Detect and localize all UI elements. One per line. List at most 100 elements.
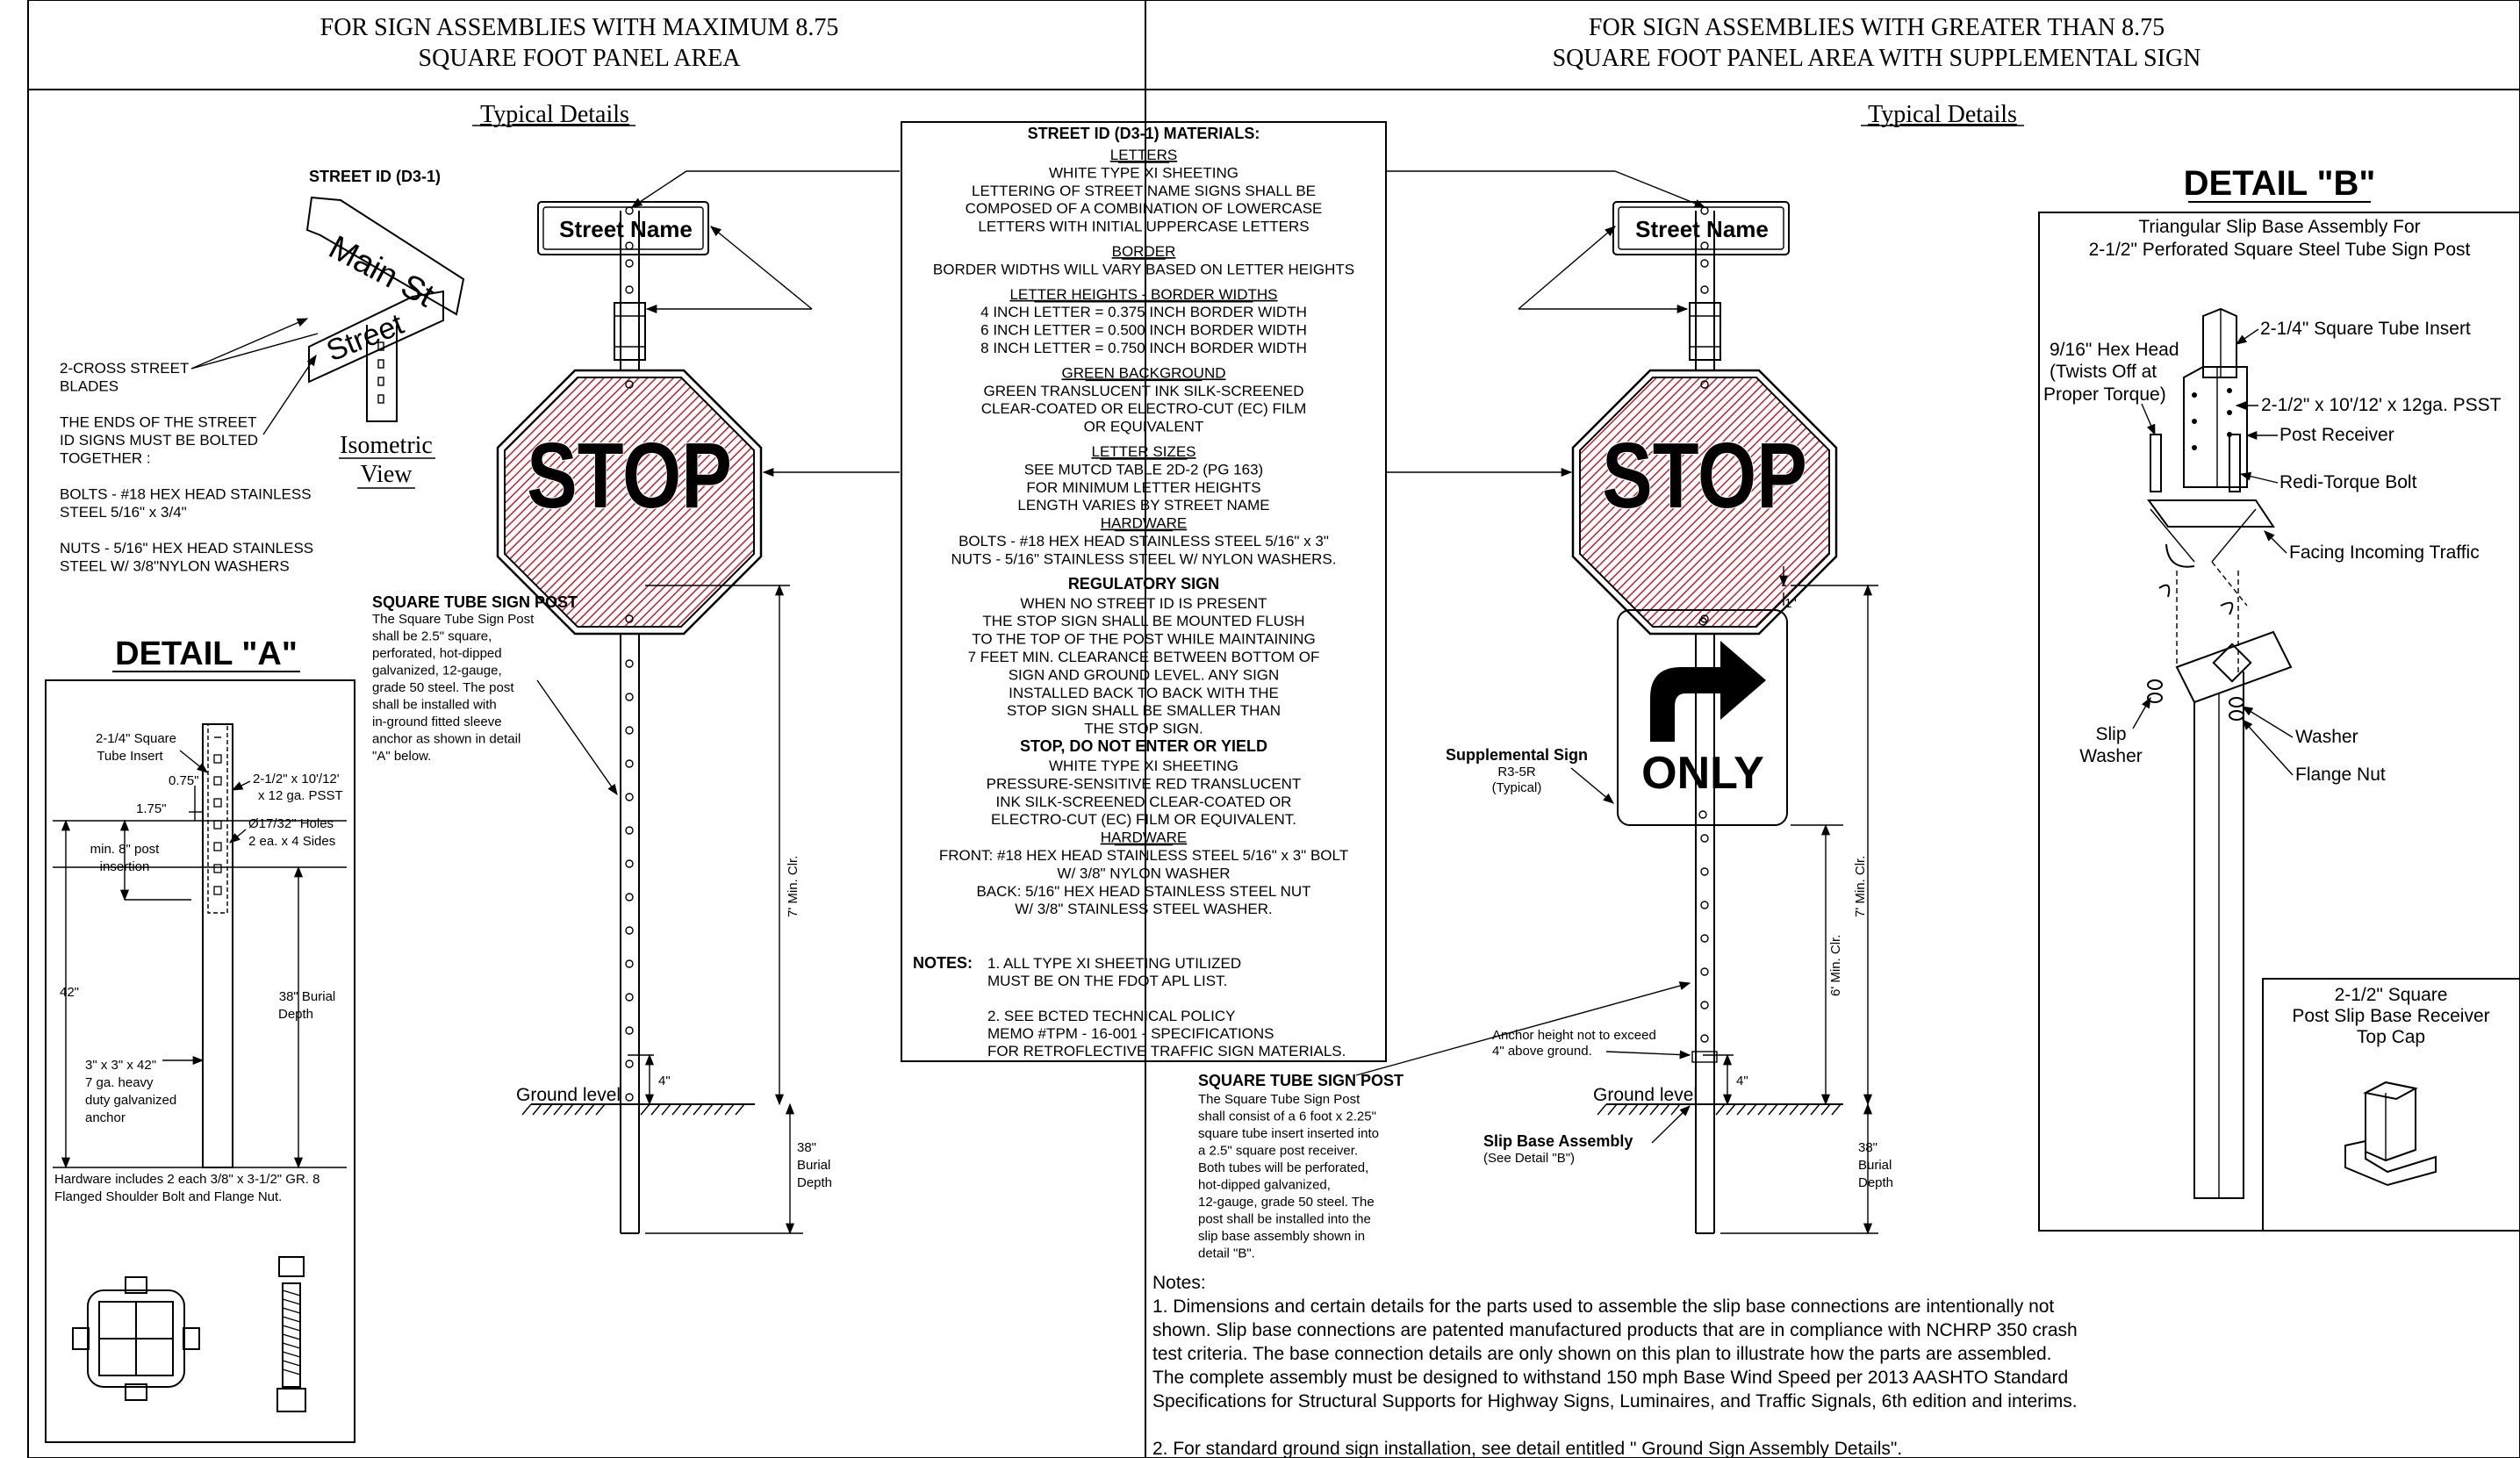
flange-assembly-icon [72,1276,200,1401]
header-right-line1: FOR SIGN ASSEMBLIES WITH GREATER THAN 8.… [1589,14,2165,41]
right-post-title: SQUARE TUBE SIGN POST [1198,1072,1404,1089]
left-stop-label: STOP [527,425,732,528]
db-slip-washer-2: Washer [2079,746,2143,766]
left-post-text-line: "A" below. [372,749,431,764]
header-left-line2: SQUARE FOOT PANEL AREA [419,45,742,72]
db-top-cap-3: Top Cap [2357,1027,2425,1047]
materials-line: BORDER [1112,243,1176,260]
da-anchor-line: 3" x 3" x 42" [85,1058,156,1073]
top-cap-box [2262,978,2520,1232]
materials-line: 7 FEET MIN. CLEARANCE BETWEEN BOTTOM OF [968,649,1320,665]
left-post-text-line: grade 50 steel. The post [372,680,514,695]
materials-line: LETTERS [1110,147,1178,163]
street-id-section: STREET ID (D3-1) Main St Street Isometri… [60,168,465,575]
right-post-text-line: Both tubes will be perforated, [1198,1160,1368,1175]
left-burial-2: Burial [797,1158,830,1173]
street-id-note-line: BOLTS - #18 HEX HEAD STAINLESS [60,486,312,503]
materials-line: LENGTH VARIES BY STREET NAME [1017,497,1269,514]
materials-line: 8 INCH LETTER = 0.750 INCH BORDER WIDTH [980,340,1307,356]
materials-line: NUTS - 5/16" STAINLESS STEEL W/ NYLON WA… [951,550,1336,567]
materials-line: BORDER WIDTHS WILL VARY BASED ON LETTER … [933,261,1354,277]
da-hardware-1: Hardware includes 2 each 3/8" x 3-1/2" G… [54,1172,319,1187]
isometric-post [366,325,398,422]
da-insertion-2: insertion [100,859,150,874]
detail-a-post [202,723,233,1168]
only-sign [1617,609,1788,826]
sheet-frame [27,0,2520,1458]
left-street-name-label: Street Name [559,216,693,242]
materials-line: GREEN TRANSLUCENT INK SILK-SCREENED [984,383,1304,399]
materials-line: PRESSURE-SENSITIVE RED TRANSLUCENT [987,775,1302,792]
street-id-note-line: TOGETHER : [60,450,151,467]
top-cap-icon [2344,1081,2437,1187]
materials-line: ELECTRO-CUT (EC) FILM OR EQUIVALENT. [991,811,1296,828]
materials-line: THE STOP SIGN. [1084,721,1203,737]
left-burial-1: 38" [797,1140,816,1155]
materials-line: CLEAR-COATED OR ELECTRO-CUT (EC) FILM [981,400,1307,417]
only-label: ONLY [1641,748,1764,799]
right-dim-1: 1" [1784,596,1797,611]
shoulder-bolt-icon [276,1256,306,1412]
materials-note1-b: MUST BE ON THE FDOT APL LIST. [987,973,1227,989]
da-dim-175: 1.75" [136,801,167,816]
db-flange-nut: Flange Nut [2295,765,2386,785]
detail-b-title: DETAIL "B" [2184,164,2376,203]
note-1-line-2: shown. Slip base connections are patente… [1152,1320,2078,1340]
materials-note2-b: MEMO #TPM - 16-001 - SPECIFICATIONS [987,1025,1274,1042]
db-receiver: Post Receiver [2279,425,2394,445]
db-top-cap-1: 2-1/2" Square [2335,985,2448,1005]
right-post-text-line: square tube insert inserted into [1198,1126,1379,1141]
materials-note2-c: FOR RETROFLECTIVE TRAFFIC SIGN MATERIALS… [987,1043,1346,1059]
materials-line: SEE MUTCD TABLE 2D-2 (PG 163) [1024,461,1263,478]
slip-base-assembly-drawing [2147,307,2293,1199]
right-post-text-line: 12-gauge, grade 50 steel. The [1198,1195,1375,1210]
left-post-text-line: anchor as shown in detail [372,732,521,747]
da-burial-2: Depth [278,1007,313,1022]
materials-line: GREEN BACKGROUND [1061,364,1225,381]
da-holes-2: 2 ea. x 4 Sides [248,834,335,849]
detail-b-section: DETAIL "B" Triangular Slip Base Assembly… [2038,164,2520,1232]
left-post-title: SQUARE TUBE SIGN POST [372,593,578,611]
left-dim-4: 4" [658,1074,671,1088]
materials-line: HARDWARE [1101,830,1188,846]
materials-line: TO THE TOP OF THE POST WHILE MAINTAINING [972,631,1315,648]
da-hardware-2: Flanged Shoulder Bolt and Flange Nut. [54,1189,282,1204]
right-post-text-line: post shall be installed into the [1198,1212,1371,1227]
materials-line: WHEN NO STREET ID IS PRESENT [1020,595,1267,612]
materials-line: W/ 3/8" NYLON WASHER [1057,865,1230,881]
materials-title: STREET ID (D3-1) MATERIALS: [1028,125,1260,142]
right-burial-3: Depth [1858,1175,1893,1190]
da-anchor-line: duty galvanized [85,1093,176,1108]
left-min-clr: 7' Min. Clr. [786,856,801,917]
materials-line: INK SILK-SCREENED CLEAR-COATED OR [996,794,1292,810]
da-holes-1: Ø17/32" Holes [248,816,334,831]
anchor-height-1: Anchor height not to exceed [1492,1028,1656,1043]
materials-line: HARDWARE [1101,515,1188,532]
materials-line: SIGN AND GROUND LEVEL. ANY SIGN [1009,666,1280,683]
materials-line: BACK: 5/16" HEX HEAD STAINLESS STEEL NUT [976,883,1310,900]
isometric-label-2: View [361,461,413,488]
right-post-text-line: The Square Tube Sign Post [1198,1092,1361,1107]
right-min-clr6: 6' Min. Clr. [1828,935,1843,996]
db-hex-1: 9/16" Hex Head [2050,340,2179,360]
da-pss-2: x 12 ga. PSST [258,788,343,803]
header-right: FOR SIGN ASSEMBLIES WITH GREATER THAN 8.… [1553,14,2201,72]
detail-a-title: DETAIL "A" [115,636,298,672]
materials-line: WHITE TYPE XI SHEETING [1049,758,1238,774]
materials-line: WHITE TYPE XI SHEETING [1049,164,1238,181]
materials-line: FRONT: #18 HEX HEAD STAINLESS STEEL 5/16… [939,847,1348,864]
left-burial-3: Depth [797,1175,832,1190]
note-1-line-3: test criteria. The base connection detai… [1152,1344,2052,1364]
right-post-text-line: slip base assembly shown in [1198,1229,1365,1244]
db-hex-3: Proper Torque) [2043,384,2166,405]
materials-line: FOR MINIMUM LETTER HEIGHTS [1026,479,1260,496]
header-left: FOR SIGN ASSEMBLIES WITH MAXIMUM 8.75 SQ… [320,14,839,72]
left-post-text-line: shall be installed with [372,698,497,713]
right-burial-1: 38" [1858,1140,1877,1155]
typical-details-left: Typical Details [480,101,629,128]
da-anchor-line: 7 ga. heavy [85,1075,154,1090]
